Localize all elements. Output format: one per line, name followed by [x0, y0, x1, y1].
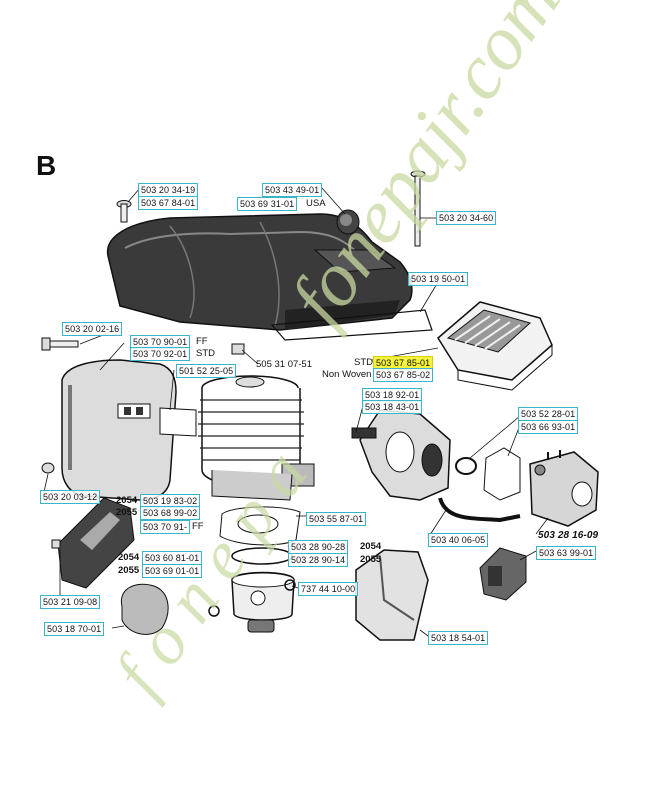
long-bolt: [410, 170, 426, 247]
part-number[interactable]: 503 69 31-01: [237, 197, 298, 211]
part-number[interactable]: 737 44 10-00: [298, 582, 359, 596]
exhaust-gasket: [159, 407, 197, 437]
part-number[interactable]: 503 70 91-: [140, 520, 191, 534]
piston: [231, 571, 295, 621]
air-filter-element: [437, 301, 553, 391]
part-number[interactable]: 503 21 09-08: [40, 595, 101, 609]
muffler: [61, 359, 177, 501]
part-number[interactable]: 503 18 54-01: [428, 631, 489, 645]
part-number-text: 505 31 07-51: [256, 359, 312, 370]
small-screw: [41, 462, 55, 474]
model-label: 2055: [116, 507, 138, 518]
part-number[interactable]: 503 18 70-01: [44, 622, 105, 636]
part-number[interactable]: 503 20 34-19: [138, 183, 199, 197]
part-number[interactable]: 503 18 43-01: [362, 400, 423, 414]
std-label: STD: [196, 348, 215, 359]
model-label: 2054: [116, 495, 138, 506]
part-number[interactable]: 503 20 03-12: [40, 490, 101, 504]
part-number[interactable]: 503 20 34-60: [436, 211, 497, 225]
choke-part: [479, 547, 527, 601]
impulse-hose: [438, 497, 521, 523]
cylinder: [198, 375, 315, 501]
part-number[interactable]: 503 63 99-01: [536, 546, 597, 560]
circlip: [208, 605, 220, 617]
part-number[interactable]: 501 52 25-05: [176, 364, 237, 378]
part-number[interactable]: 503 60 81-01: [142, 551, 203, 565]
ff-label: FF: [196, 336, 208, 347]
std-label: STD: [354, 357, 373, 368]
piston-ring: [231, 547, 293, 565]
part-number[interactable]: 503 52 28-01: [518, 407, 579, 421]
part-number[interactable]: 503 28 90-28: [288, 540, 349, 554]
part-number[interactable]: 503 69 01-01: [142, 564, 203, 578]
cover-screw: [116, 200, 132, 223]
part-number[interactable]: 503 40 06-05: [428, 533, 489, 547]
air-filter-cover: [106, 213, 413, 331]
model-label: 2055: [360, 554, 382, 565]
model-label: 2054: [360, 541, 382, 552]
part-number[interactable]: 503 68 99-02: [140, 506, 201, 520]
part-number[interactable]: 503 19 50-01: [408, 272, 469, 286]
needle-bearing: [247, 619, 275, 633]
part-number[interactable]: 503 20 02-16: [62, 322, 123, 336]
filter-sponge: [120, 583, 169, 635]
intake-manifold: [351, 409, 451, 501]
muffler-bolt: [41, 337, 79, 351]
carb-gasket: [483, 447, 521, 501]
reed-plate: [57, 497, 135, 589]
cover-gasket: [270, 309, 433, 341]
usa-label: USA: [306, 198, 326, 209]
ff-label: FF: [192, 521, 204, 532]
part-number[interactable]: 503 67 85-02: [373, 368, 434, 382]
section-letter: B: [36, 150, 57, 181]
part-number[interactable]: 503 67 84-01: [138, 196, 199, 210]
part-number-bold[interactable]: 503 28 16-09: [538, 530, 599, 541]
model-label: 2055: [118, 565, 140, 576]
nonwoven-label: Non Woven: [322, 369, 372, 380]
intake-elbow: [355, 549, 429, 641]
part-number[interactable]: 503 66 93-01: [518, 420, 579, 434]
bushing: [231, 343, 245, 355]
part-number[interactable]: 503 28 90-14: [288, 553, 349, 567]
model-label: 2054: [118, 552, 140, 563]
plug-cap: [336, 209, 360, 235]
part-number[interactable]: 503 43 49-01: [262, 183, 323, 197]
carburetor: [529, 450, 599, 527]
part-number[interactable]: 503 70 92-01: [130, 347, 191, 361]
part-number[interactable]: 503 55 87-01: [306, 512, 367, 526]
